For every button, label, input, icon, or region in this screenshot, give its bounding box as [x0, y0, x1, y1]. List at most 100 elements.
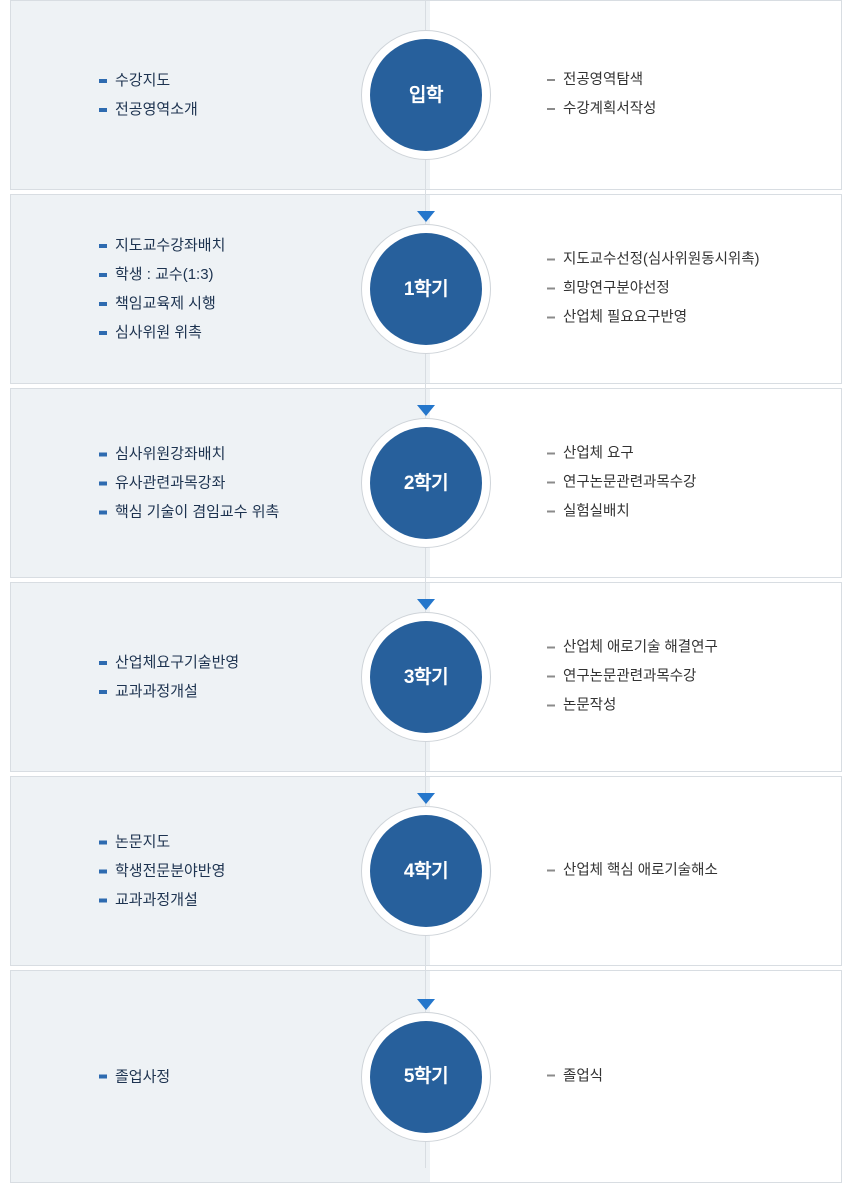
- list-item-label: 논문작성: [563, 697, 617, 714]
- list-item-label: 졸업식: [563, 1068, 604, 1084]
- list-item-label: 수강계획서작성: [563, 101, 657, 117]
- list-item: 전공영역소개: [99, 95, 713, 124]
- stage-node-label: 5학기: [403, 1066, 449, 1087]
- list-item-label: 산업체 필요요구반영: [563, 309, 688, 326]
- down-arrow-icon: [417, 998, 435, 1010]
- dash-bullet-icon: [547, 510, 555, 512]
- dash-bullet-icon: [99, 272, 107, 277]
- list-item: 산업체 요구: [547, 440, 817, 469]
- list-item-label: 유사관련과목강좌: [115, 474, 226, 492]
- list-item: 심사위원강좌배치: [99, 440, 713, 469]
- stage-right-panel: [430, 195, 841, 383]
- dash-bullet-icon: [547, 316, 555, 318]
- list-item-label: 산업체요구기술반영: [115, 654, 240, 671]
- stage-right-panel: [430, 777, 841, 965]
- stage-node-circle: 3학기: [370, 621, 482, 733]
- dash-bullet-icon: [547, 452, 555, 454]
- stage-node[interactable]: 입학: [361, 30, 491, 160]
- list-item-label: 전공영역탐색: [563, 72, 644, 88]
- stage-node-label: 입학: [408, 84, 444, 106]
- list-item: 심사위원 위촉: [99, 318, 713, 347]
- list-item-label: 실험실배치: [563, 503, 630, 520]
- dash-bullet-icon: [547, 481, 555, 483]
- stage-node-label: 3학기: [403, 666, 449, 688]
- timeline-spine: [425, 0, 426, 1168]
- dash-bullet-icon: [99, 330, 107, 335]
- list-item-label: 희망연구분야선정: [563, 280, 670, 297]
- list-item: 희망연구분야선정: [547, 275, 817, 304]
- dash-bullet-icon: [99, 840, 107, 844]
- list-item-label: 핵심 기술이 겸임교수 위촉: [115, 503, 280, 521]
- list-item: 논문지도: [99, 828, 713, 857]
- stage-node-circle: 5학기: [370, 1020, 482, 1133]
- stage-right-list: 졸업식: [547, 1062, 817, 1091]
- dash-bullet-icon: [547, 1074, 555, 1077]
- list-item-label: 지도교수선정(심사위원동시위촉): [563, 251, 760, 268]
- dash-bullet-icon: [99, 481, 107, 485]
- down-arrow-icon: [417, 793, 435, 804]
- list-item-label: 지도교수강좌배치: [115, 237, 226, 254]
- stage-node[interactable]: 1학기: [361, 211, 491, 354]
- list-item-label: 교과과정개설: [115, 891, 198, 909]
- dash-bullet-icon: [547, 107, 555, 110]
- list-item: 학생 : 교수(1:3): [99, 260, 713, 289]
- list-item: 졸업사정: [99, 1062, 713, 1091]
- list-item-label: 교과과정개설: [115, 683, 198, 700]
- stage-right-panel: [430, 971, 841, 1182]
- stage-node[interactable]: 5학기: [361, 998, 491, 1142]
- list-item: 핵심 기술이 겸임교수 위촉: [99, 498, 713, 527]
- stage-left-panel: [11, 971, 430, 1182]
- list-item: 산업체 필요요구반영: [547, 304, 817, 333]
- dash-bullet-icon: [99, 243, 107, 248]
- list-item: 교과과정개설: [99, 886, 713, 915]
- list-item: 수강지도: [99, 66, 713, 95]
- stage-node-label: 2학기: [403, 472, 449, 494]
- dash-bullet-icon: [547, 869, 555, 871]
- dash-bullet-icon: [99, 301, 107, 306]
- dash-bullet-icon: [99, 510, 107, 514]
- list-item-label: 연구논문관련과목수강: [563, 474, 697, 491]
- list-item: 졸업식: [547, 1062, 817, 1091]
- dash-bullet-icon: [99, 78, 107, 83]
- list-item-label: 연구논문관련과목수강: [563, 668, 697, 685]
- dash-bullet-icon: [99, 869, 107, 873]
- stage-left-panel: [11, 777, 430, 965]
- stage-left-panel: [11, 583, 430, 771]
- stage-left-panel: [11, 1, 430, 189]
- stage-right-panel: [430, 583, 841, 771]
- list-item-label: 책임교육제 시행: [115, 295, 216, 312]
- stage-right-panel: [430, 389, 841, 577]
- list-item: 교과과정개설: [99, 677, 713, 706]
- stage-node[interactable]: 3학기: [361, 599, 491, 742]
- down-arrow-icon: [417, 211, 435, 222]
- dash-bullet-icon: [547, 704, 555, 706]
- dash-bullet-icon: [99, 660, 107, 665]
- list-item-label: 산업체 핵심 애로기술해소: [563, 862, 718, 879]
- stage-node-circle: 1학기: [370, 233, 482, 345]
- list-item: 지도교수강좌배치: [99, 231, 713, 260]
- dash-bullet-icon: [99, 452, 107, 456]
- dash-bullet-icon: [547, 258, 555, 260]
- list-item-label: 학생 : 교수(1:3): [115, 266, 214, 283]
- stage-node[interactable]: 2학기: [361, 405, 491, 548]
- list-item: 산업체요구기술반영: [99, 648, 713, 677]
- dash-bullet-icon: [547, 675, 555, 677]
- stage-node[interactable]: 4학기: [361, 793, 491, 936]
- list-item-label: 심사위원강좌배치: [115, 445, 226, 463]
- list-item: 연구논문관련과목수강: [547, 663, 817, 692]
- list-item: 산업체 애로기술 해결연구: [547, 634, 817, 663]
- list-item: 전공영역탐색: [547, 66, 817, 95]
